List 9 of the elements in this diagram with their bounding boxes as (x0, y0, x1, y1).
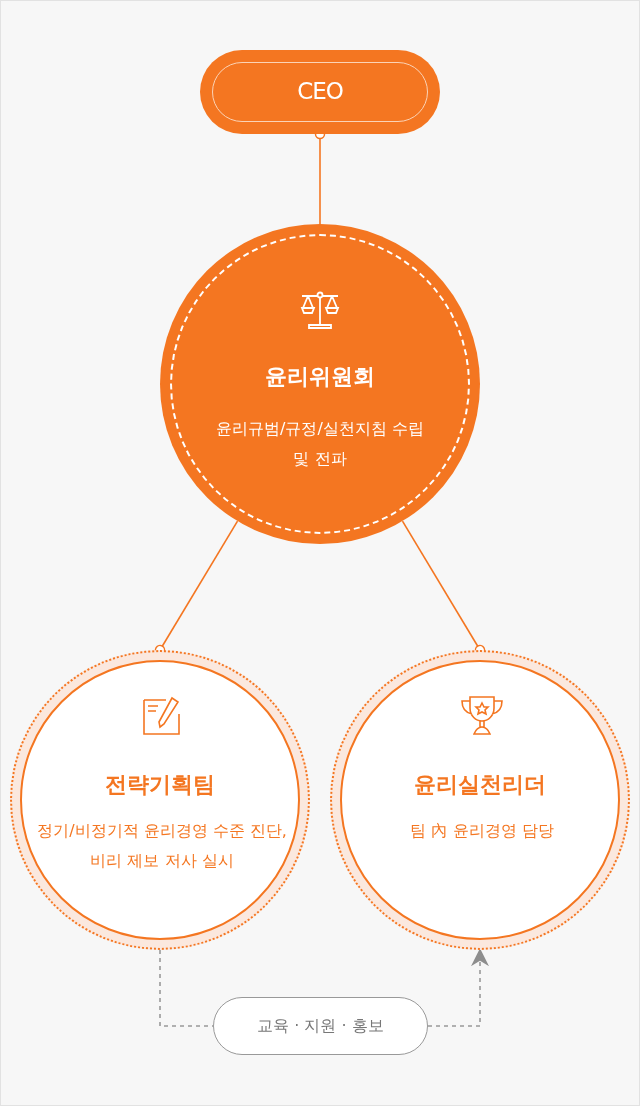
node-label: CEO (296, 77, 344, 106)
node-title: 윤리위원회 (264, 363, 376, 391)
node-label: 교육 · 지원 · 홍보 (256, 1015, 385, 1037)
node-description: 팀 內 윤리경영 담당 (409, 820, 555, 842)
node-title: 전략기획팀 (104, 771, 216, 799)
node-description: 윤리규범/규정/실천지침 수립 및 전파 (215, 418, 425, 470)
arrow (427, 948, 489, 1027)
node-title: 윤리실천리더 (413, 771, 547, 799)
node-description: 정기/비정기적 윤리경영 수준 진단, 비리 제보 저사 실시 (37, 820, 287, 872)
